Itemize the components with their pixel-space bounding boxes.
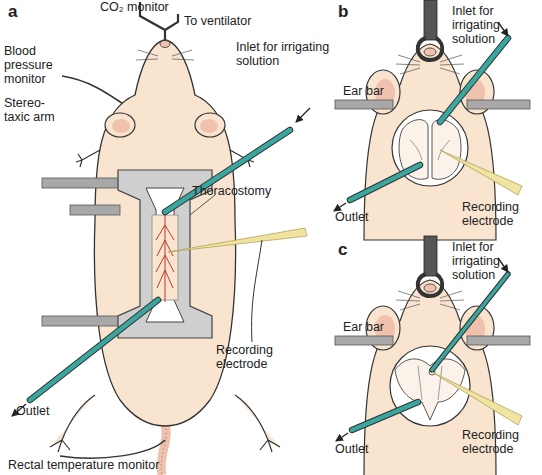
part-label: Rectal temperature monitor [8,458,208,472]
panel-letter: b [338,2,358,21]
part-label: Outlet [335,210,385,224]
part-label: Recording electrode [216,343,296,371]
part-label: Ear bar [343,84,393,98]
part-label: Recording electrode [462,428,542,456]
part-label: Stereo-taxic arm [4,96,64,124]
part-label: Outlet [16,404,66,418]
part-label: CO₂ monitor [100,0,200,14]
part-label: Inlet for irrigating solution [452,4,542,46]
part-label: Blood pressure monitor [4,44,60,86]
part-label: Outlet [335,442,385,456]
part-label: Inlet for irrigating solution [236,40,348,68]
part-label: Recording electrode [462,200,542,228]
part-label: To ventilator [184,14,284,28]
part-label: Inlet for irrigating solution [452,240,542,282]
part-label: Thoracostomy [192,184,282,198]
panel-letter: a [8,2,28,21]
part-label: Ear bar [343,320,393,334]
panel-letter: c [338,240,358,259]
